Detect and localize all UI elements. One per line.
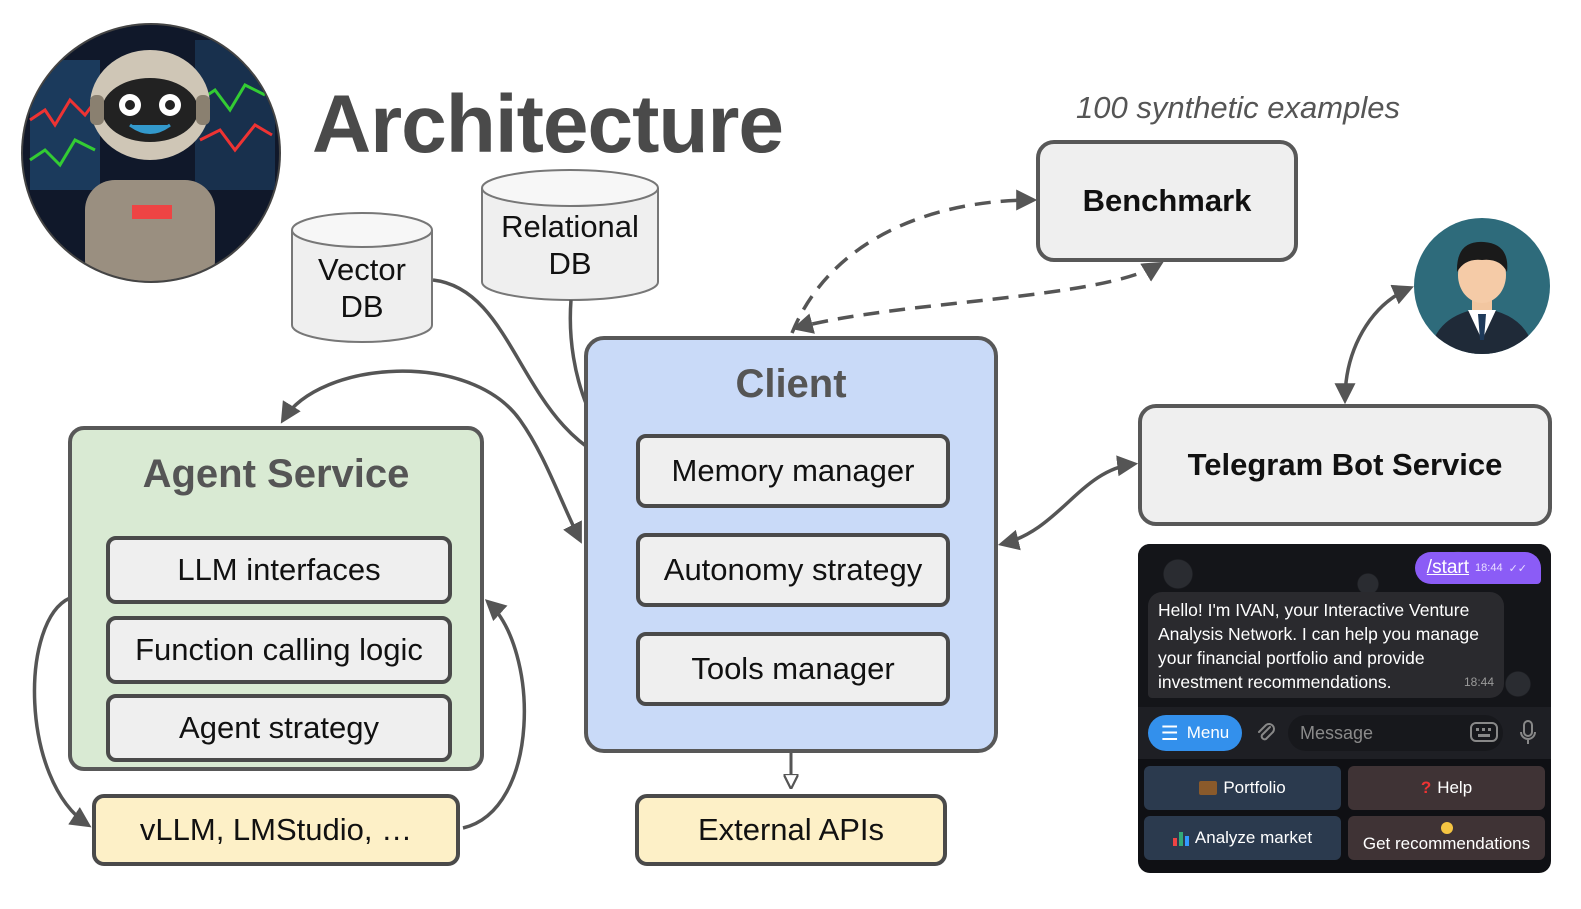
vector-db-label-line1: Vector bbox=[318, 252, 406, 287]
agent-to-backend-arrow bbox=[32, 596, 92, 828]
message-input-bar: ☰ Menu Message bbox=[1138, 707, 1551, 759]
chat-area: /start 18:44 ✓✓ Hello! I'm IVAN, your In… bbox=[1138, 544, 1551, 707]
agent-strategy-box: Agent strategy bbox=[106, 694, 452, 762]
memory-manager-box: Memory manager bbox=[636, 434, 950, 508]
client-group: Client Memory manager Autonomy strategy … bbox=[584, 336, 998, 753]
keyboard-icon[interactable] bbox=[1470, 722, 1498, 744]
benchmark-box: Benchmark bbox=[1036, 140, 1298, 262]
start-command-bubble: /start 18:44 ✓✓ bbox=[1414, 552, 1541, 584]
user-avatar-icon bbox=[1414, 218, 1550, 354]
start-command[interactable]: /start bbox=[1426, 557, 1470, 578]
agent-service-group: Agent Service LLM interfaces Function ca… bbox=[68, 426, 484, 771]
bot-message-time: 18:44 bbox=[1463, 675, 1494, 689]
relational-db-label-line1: Relational bbox=[501, 209, 639, 244]
get-recommendations-button[interactable]: Get recommendations bbox=[1348, 816, 1545, 860]
external-apis-box: External APIs bbox=[635, 794, 947, 866]
question-icon: ? bbox=[1420, 778, 1432, 797]
portfolio-button[interactable]: Portfolio bbox=[1144, 766, 1341, 810]
relational-db-label: Relational DB bbox=[482, 208, 658, 282]
agent-strategy-label: Agent strategy bbox=[179, 710, 379, 745]
message-placeholder: Message bbox=[1300, 722, 1374, 743]
client-title: Client bbox=[735, 362, 847, 406]
chart-icon bbox=[1172, 830, 1189, 846]
analyze-market-button[interactable]: Analyze market bbox=[1144, 816, 1341, 860]
menu-label: Menu bbox=[1186, 723, 1230, 742]
memory-manager-label: Memory manager bbox=[671, 453, 915, 488]
analyze-market-label: Analyze market bbox=[1194, 828, 1313, 847]
vector-db-cylinder bbox=[291, 212, 433, 343]
menu-button[interactable]: ☰ Menu bbox=[1148, 715, 1242, 751]
telegram-bot-service-box: Telegram Bot Service bbox=[1138, 404, 1552, 526]
llm-interfaces-label: LLM interfaces bbox=[177, 552, 381, 587]
agent-service-title: Agent Service bbox=[142, 452, 410, 496]
benchmark-label: Benchmark bbox=[1082, 183, 1252, 218]
relational-db-label-line2: DB bbox=[548, 246, 592, 281]
bot-message-bubble: Hello! I'm IVAN, your Interactive Ventur… bbox=[1148, 592, 1504, 698]
telegram-bot-service-label: Telegram Bot Service bbox=[1187, 447, 1503, 482]
page-title: Architecture bbox=[312, 79, 784, 170]
help-button[interactable]: ? Help bbox=[1348, 766, 1545, 810]
function-calling-label: Function calling logic bbox=[135, 632, 423, 667]
vector-db-label: Vector DB bbox=[292, 251, 432, 325]
autonomy-strategy-box: Autonomy strategy bbox=[636, 533, 950, 607]
function-calling-box: Function calling logic bbox=[106, 616, 452, 684]
client-to-benchmark-arrow bbox=[790, 189, 1038, 334]
message-input[interactable]: Message bbox=[1288, 715, 1503, 751]
hamburger-icon: ☰ bbox=[1160, 722, 1179, 745]
portfolio-label: Portfolio bbox=[1223, 778, 1286, 797]
llm-interfaces-box: LLM interfaces bbox=[106, 536, 452, 604]
help-label: Help bbox=[1437, 778, 1473, 797]
lightbulb-icon bbox=[1440, 822, 1453, 834]
autonomy-strategy-label: Autonomy strategy bbox=[663, 552, 923, 587]
tools-manager-box: Tools manager bbox=[636, 632, 950, 706]
benchmark-note: 100 synthetic examples bbox=[1076, 90, 1400, 125]
start-time: 18:44 bbox=[1475, 562, 1503, 574]
llm-backends-box: vLLM, LMStudio, … bbox=[92, 794, 460, 866]
tools-manager-label: Tools manager bbox=[691, 651, 895, 686]
client-agent-arrow bbox=[280, 369, 582, 544]
vector-db-label-line2: DB bbox=[340, 289, 384, 324]
llm-backends-label: vLLM, LMStudio, … bbox=[139, 812, 413, 847]
microphone-icon[interactable] bbox=[1518, 719, 1538, 747]
telegram-chat-screenshot: /start 18:44 ✓✓ Hello! I'm IVAN, your In… bbox=[1138, 544, 1551, 873]
relational-db-cylinder bbox=[481, 169, 659, 301]
robot-avatar-icon bbox=[21, 23, 281, 283]
external-apis-label: External APIs bbox=[697, 812, 885, 847]
read-check-icon: ✓✓ bbox=[1508, 562, 1527, 575]
bot-message-text: Hello! I'm IVAN, your Interactive Ventur… bbox=[1158, 600, 1479, 692]
telegram-user-arrow bbox=[1334, 284, 1414, 405]
backend-to-agent-arrow bbox=[462, 599, 527, 830]
briefcase-icon bbox=[1199, 781, 1218, 795]
client-telegram-arrow bbox=[997, 455, 1139, 551]
paperclip-icon[interactable] bbox=[1254, 721, 1278, 745]
get-recommendations-label: Get recommendations bbox=[1362, 834, 1531, 853]
benchmark-to-client-arrow bbox=[791, 261, 1164, 334]
